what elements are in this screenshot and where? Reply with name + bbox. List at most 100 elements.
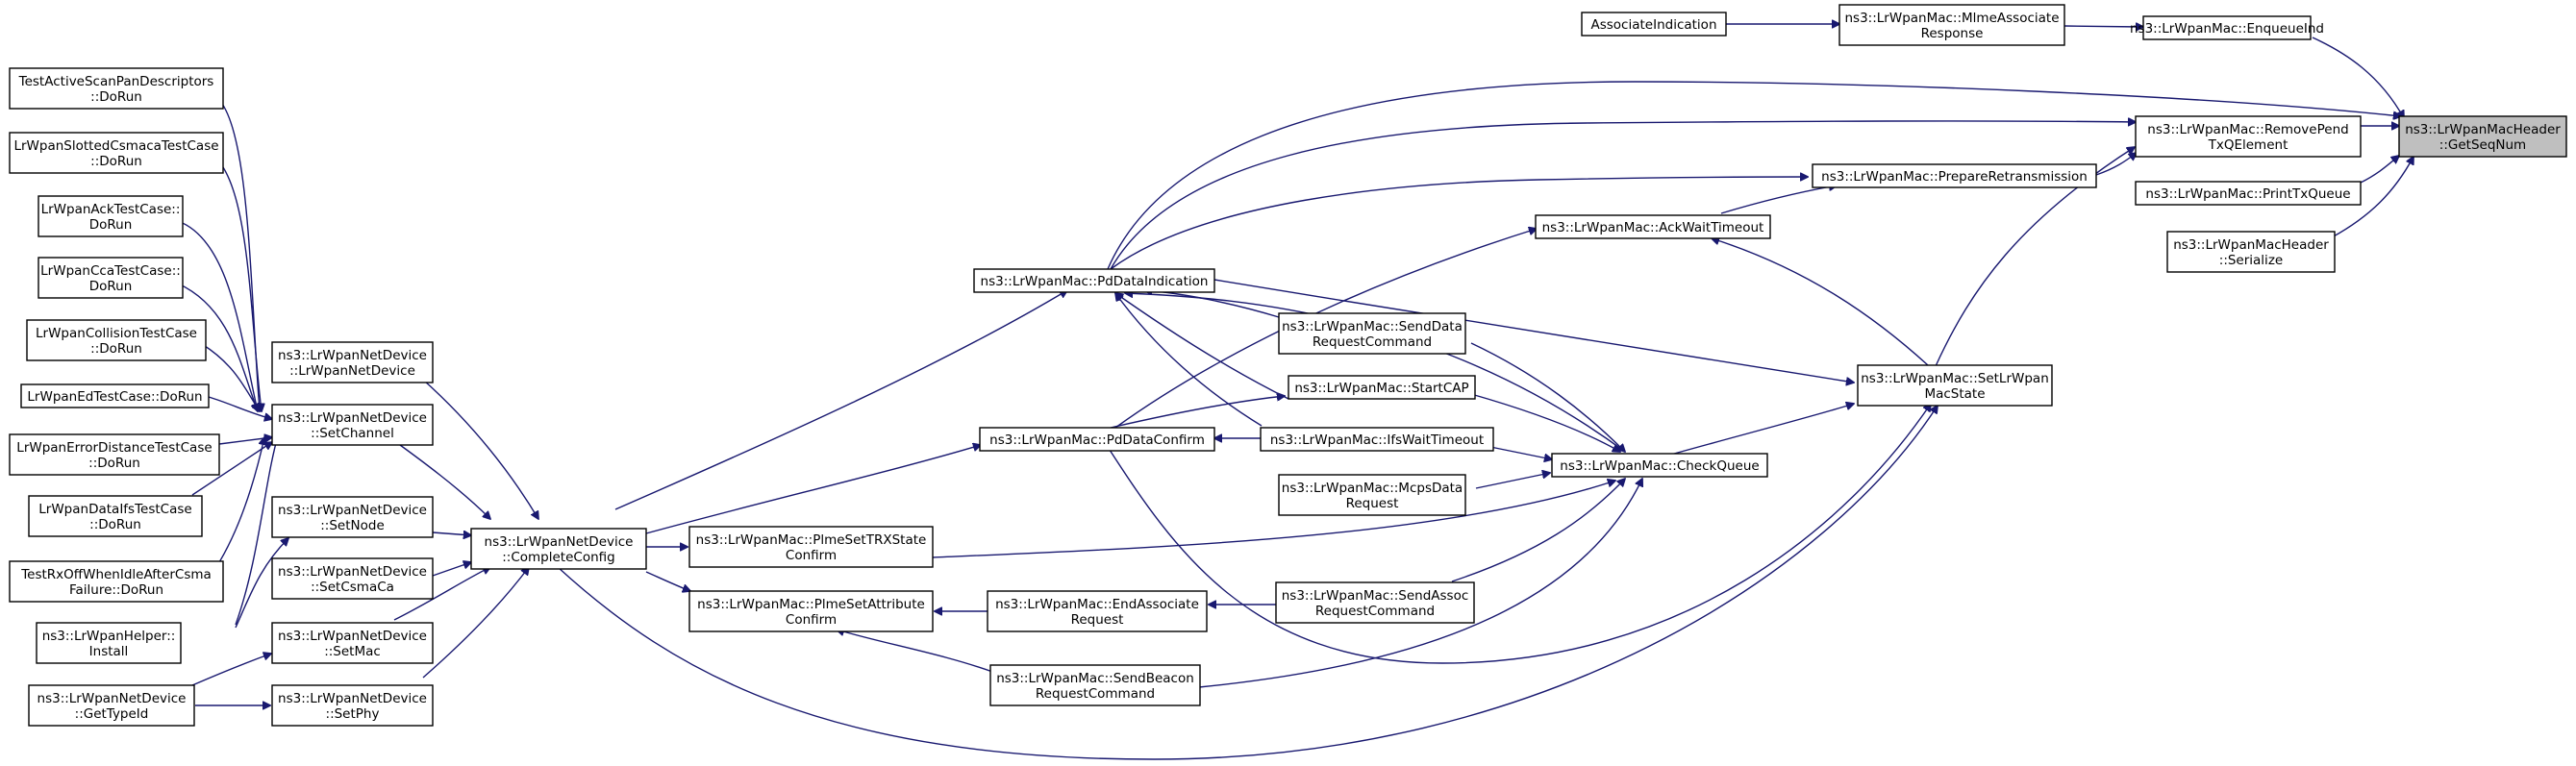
node-pddataconfirm[interactable]: ns3::LrWpanMac::PdDataConfirm (979, 427, 1215, 452)
edge-enqueueind-root (2312, 37, 2404, 118)
node-box (987, 590, 1208, 632)
node-t_cca[interactable]: LrWpanCcaTestCase::DoRun (38, 257, 184, 299)
node-setphy[interactable]: ns3::LrWpanNetDevice::SetPhy (271, 684, 434, 727)
node-pddataind[interactable]: ns3::LrWpanMac::PdDataIndication (973, 268, 1215, 293)
node-prepareretx[interactable]: ns3::LrWpanMac::PrepareRetransmission (1812, 163, 2097, 188)
edge-startcap-checkqueue (1470, 393, 1620, 452)
node-t_slotted[interactable]: LrWpanSlottedCsmacaTestCase::DoRun (9, 132, 224, 174)
node-t_collision[interactable]: LrWpanCollisionTestCase::DoRun (26, 319, 207, 361)
node-box (688, 590, 934, 632)
node-root[interactable]: ns3::LrWpanMacHeader::GetSeqNum (2398, 115, 2567, 158)
node-setmac[interactable]: ns3::LrWpanNetDevice::SetMac (271, 622, 434, 664)
node-box (20, 383, 210, 408)
node-helperinstall[interactable]: ns3::LrWpanHelper::Install (36, 622, 182, 664)
node-label: DoRun (89, 217, 133, 233)
node-setchannel[interactable]: ns3::LrWpanNetDevice::SetChannel (271, 404, 434, 446)
node-label: Response (1921, 26, 1984, 41)
edge-plmesettrx-checkqueue (932, 481, 1615, 558)
node-box (1857, 364, 2053, 407)
node-label: ns3::LrWpanMac::IfsWaitTimeout (1270, 432, 1484, 448)
edge-printtxq-root (2360, 156, 2399, 184)
node-box (28, 495, 203, 537)
edge-setstate-ackwait (1712, 238, 1929, 366)
edge-pddataind-prepareretx (1110, 177, 1808, 270)
edge-pddataind-root (1107, 81, 2401, 270)
node-label: ns3::LrWpanNetDevice (278, 564, 427, 580)
node-gettypeid[interactable]: ns3::LrWpanNetDevice::GetTypeId (28, 684, 195, 727)
node-box (271, 622, 434, 664)
node-label: ::Serialize (2219, 253, 2283, 268)
node-associndication[interactable]: AssociateIndication (1581, 12, 1727, 37)
node-t_dataifs[interactable]: LrWpanDataIfsTestCase::DoRun (28, 495, 203, 537)
node-label: LrWpanSlottedCsmacaTestCase (13, 138, 218, 154)
node-ackwait[interactable]: ns3::LrWpanMac::AckWaitTimeout (1535, 214, 1771, 239)
node-label: ns3::LrWpanMac::StartCAP (1294, 381, 1468, 396)
node-serialize[interactable]: ns3::LrWpanMacHeader::Serialize (2166, 231, 2336, 273)
node-box (979, 427, 1215, 452)
node-t_ed[interactable]: LrWpanEdTestCase::DoRun (20, 383, 210, 408)
edge-netdevctor-completeconfig (422, 379, 538, 519)
node-box (9, 132, 224, 174)
node-setnode[interactable]: ns3::LrWpanNetDevice::SetNode (271, 496, 434, 538)
node-box (1581, 12, 1727, 37)
edge-prepareretx-removepend (2095, 153, 2137, 176)
node-netdevctor[interactable]: ns3::LrWpanNetDevice::LrWpanNetDevice (271, 341, 434, 383)
node-label: LrWpanEdTestCase::DoRun (27, 389, 202, 405)
node-label: ::GetTypeId (75, 706, 149, 722)
node-label: ns3::LrWpanMac::PlmeSetTRXState (696, 532, 927, 548)
node-label: ns3::LrWpanNetDevice (278, 410, 427, 426)
edge-senddatareq-checkqueue (1470, 342, 1625, 452)
node-label: ns3::LrWpanMac::SetLrWpan (1861, 371, 2049, 386)
node-box (470, 528, 647, 570)
node-label: RequestCommand (1313, 334, 1432, 350)
node-setcsmaca[interactable]: ns3::LrWpanNetDevice::SetCsmaCa (271, 557, 434, 600)
edge-slotted-setchannel (215, 158, 262, 411)
node-enqueueind[interactable]: ns3::LrWpanMac::EnqueueInd (2130, 15, 2324, 40)
node-box (2135, 181, 2362, 206)
edge-sendbeacon-plmesetattr (837, 630, 996, 674)
node-t_errdist[interactable]: LrWpanErrorDistanceTestCase::DoRun (9, 433, 220, 476)
node-box (271, 557, 434, 600)
node-label: ns3::LrWpanMac::SendBeacon (996, 671, 1194, 686)
edge-senddatareq-pddataind (1144, 290, 1280, 318)
node-completeconfig[interactable]: ns3::LrWpanNetDevice::CompleteConfig (470, 528, 647, 570)
node-label: RequestCommand (1036, 686, 1155, 702)
edge-checkqueue-setstate (1666, 404, 1854, 457)
node-box (989, 664, 1201, 706)
edge-pddataind-setstate (1213, 279, 1854, 383)
node-label: MacState (1924, 386, 1985, 402)
node-label: TxQElement (2208, 137, 2288, 153)
edge-helper-setnode (235, 538, 288, 629)
node-t_activescan[interactable]: TestActiveScanPanDescriptors::DoRun (9, 67, 224, 110)
node-checkqueue[interactable]: ns3::LrWpanMac::CheckQueue (1551, 453, 1768, 478)
node-box (2142, 15, 2312, 40)
node-label: Failure::DoRun (69, 582, 163, 598)
node-label: Request (1071, 612, 1124, 628)
node-label: ns3::LrWpanMac::PrintTxQueue (2145, 186, 2350, 202)
node-box (2166, 231, 2336, 273)
node-label: ::SetPhy (326, 706, 380, 722)
node-label: ns3::LrWpanNetDevice (485, 534, 634, 550)
node-printtxq[interactable]: ns3::LrWpanMac::PrintTxQueue (2135, 181, 2362, 206)
node-box (271, 684, 434, 727)
node-ifswait[interactable]: ns3::LrWpanMac::IfsWaitTimeout (1260, 427, 1494, 452)
node-t_ack[interactable]: LrWpanAckTestCase::DoRun (38, 195, 184, 237)
node-startcap[interactable]: ns3::LrWpanMac::StartCAP (1288, 375, 1476, 400)
node-label: ns3::LrWpanMacHeader (2405, 122, 2561, 137)
node-label: ns3::LrWpanMac::AckWaitTimeout (1542, 220, 1764, 235)
edge-dataifs-setchannel (191, 442, 272, 496)
node-label: ::DoRun (89, 517, 141, 532)
edge-pddataind-removepend (1110, 121, 2136, 270)
